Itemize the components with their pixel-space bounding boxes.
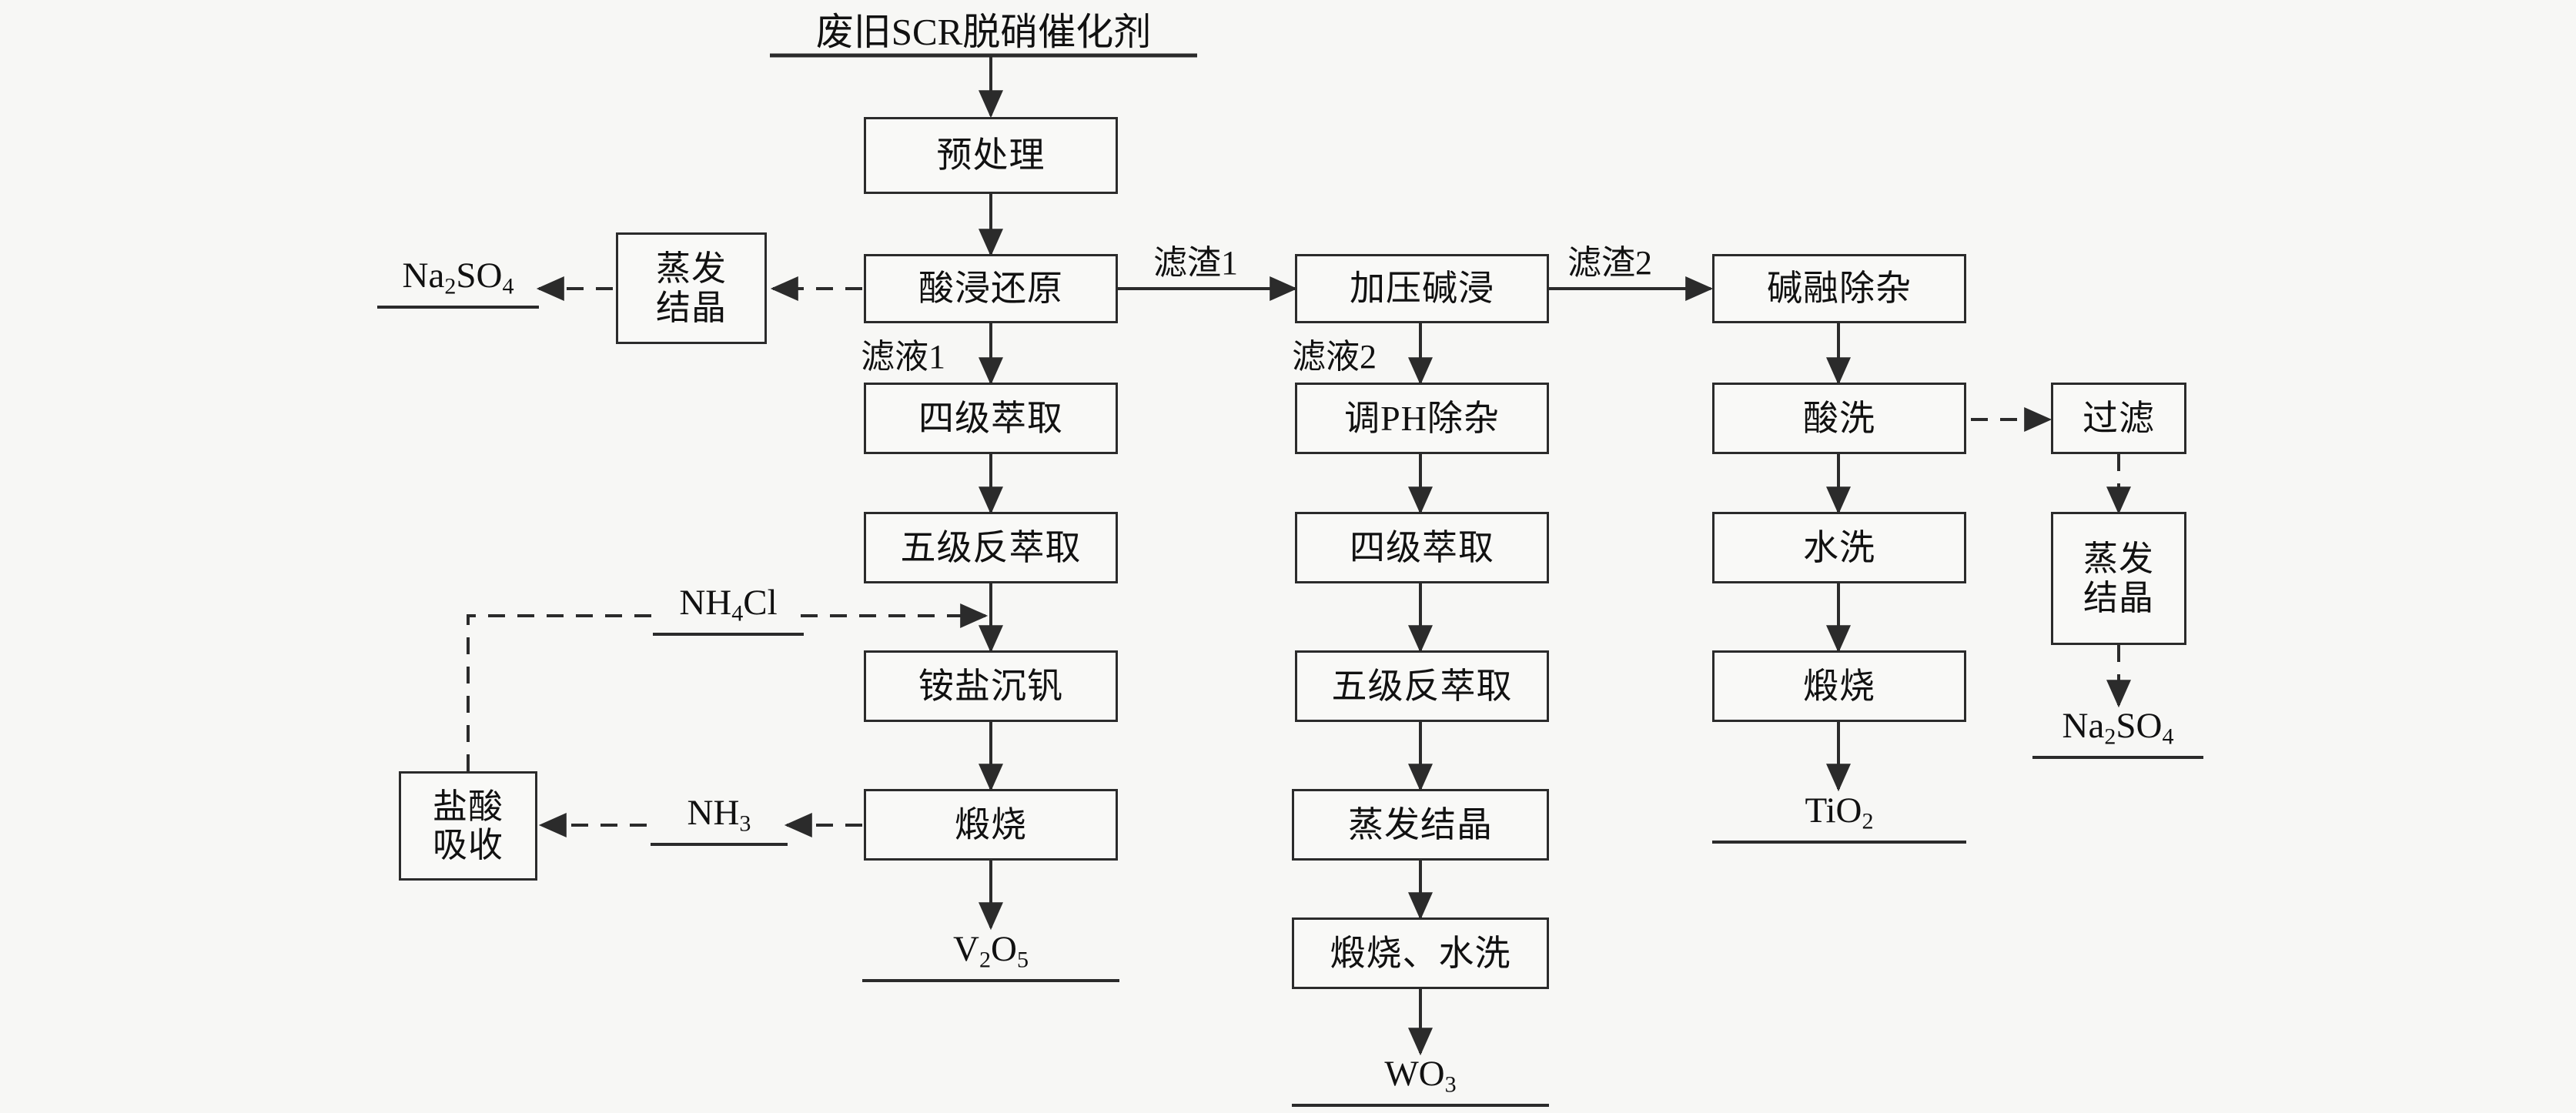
node-calcination-right[interactable]: 煅烧 — [1712, 650, 1966, 722]
terminal-nh4cl-text: NH4Cl — [679, 583, 778, 627]
diagram-title: 废旧SCR脱硝催化剂 — [815, 11, 1152, 53]
terminal-nh4cl: NH4Cl — [653, 585, 804, 636]
terminal-underline — [1292, 1103, 1549, 1107]
terminal-underline — [653, 632, 804, 636]
terminal-underline — [377, 305, 539, 309]
terminal-tio2: TiO2 — [1712, 793, 1966, 844]
terminal-underline — [651, 842, 788, 846]
node-ammonium-salt-vanadium-precipitation[interactable]: 铵盐沉钒 — [864, 650, 1118, 722]
node-pretreat[interactable]: 预处理 — [864, 117, 1118, 194]
node-calcination-water-wash[interactable]: 煅烧、水洗 — [1292, 917, 1549, 989]
node-alkali-fusion-impurity-removal[interactable]: 碱融除杂 — [1712, 254, 1966, 323]
terminal-tio2-text: TiO2 — [1805, 790, 1874, 834]
terminal-v2o5-text: V2O5 — [953, 929, 1029, 973]
edge-label-residue1: 滤渣1 — [1153, 244, 1238, 282]
terminal-na2so4-right-text: Na2SO4 — [2062, 706, 2174, 750]
terminal-na2so4-right: Na2SO4 — [2032, 708, 2203, 759]
node-four-stage-extraction-mid[interactable]: 四级萃取 — [1295, 512, 1549, 583]
node-pressurized-alkali-leaching[interactable]: 加压碱浸 — [1295, 254, 1549, 323]
terminal-nh3: NH3 — [651, 795, 788, 846]
terminal-wo3-text: WO3 — [1384, 1054, 1457, 1098]
terminal-underline — [1712, 840, 1966, 844]
node-acid-wash[interactable]: 酸洗 — [1712, 383, 1966, 454]
edge-label-filtrate2: 滤液2 — [1292, 338, 1377, 376]
node-evaporation-crystallization-mid[interactable]: 蒸发结晶 — [1292, 789, 1549, 861]
terminal-na2so4-left: Na2SO4 — [377, 258, 539, 309]
node-four-stage-extraction-left[interactable]: 四级萃取 — [864, 383, 1118, 454]
edge-label-filtrate1: 滤液1 — [861, 338, 945, 376]
node-water-wash[interactable]: 水洗 — [1712, 512, 1966, 583]
terminal-underline — [862, 978, 1119, 982]
node-evaporation-crystallization-left[interactable]: 蒸发 结晶 — [616, 232, 767, 344]
node-hydrochloric-acid-absorption[interactable]: 盐酸 吸收 — [399, 771, 537, 881]
terminal-nh3-text: NH3 — [687, 793, 751, 837]
node-filtration[interactable]: 过滤 — [2051, 383, 2186, 454]
node-acid-leach-reduction[interactable]: 酸浸还原 — [864, 254, 1118, 323]
terminal-na2so4-left-text: Na2SO4 — [402, 256, 514, 299]
terminal-underline — [2032, 755, 2203, 759]
node-five-stage-stripping-left[interactable]: 五级反萃取 — [864, 512, 1118, 583]
node-ph-adjustment-impurity-removal[interactable]: 调PH除杂 — [1295, 383, 1549, 454]
node-calcination-left[interactable]: 煅烧 — [864, 789, 1118, 861]
edge-label-residue2: 滤渣2 — [1567, 244, 1652, 282]
terminal-v2o5: V2O5 — [862, 931, 1119, 982]
node-five-stage-stripping-mid[interactable]: 五级反萃取 — [1295, 650, 1549, 722]
node-evaporation-crystallization-right[interactable]: 蒸发 结晶 — [2051, 512, 2186, 645]
terminal-wo3: WO3 — [1292, 1056, 1549, 1107]
